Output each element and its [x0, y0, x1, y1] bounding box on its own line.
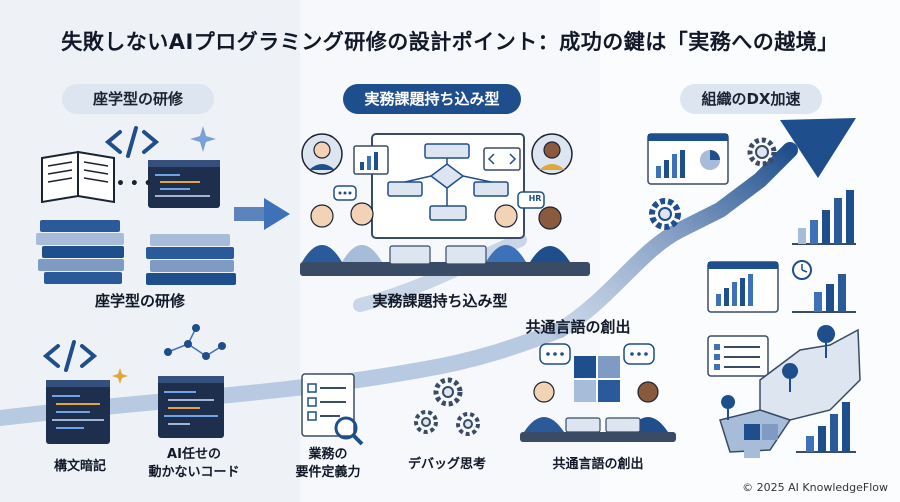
presentation-chart — [353, 145, 389, 175]
transition-arrow — [234, 198, 290, 230]
sparkle-small-icon — [112, 368, 128, 384]
ai-code-label: AI任せの 動かないコード — [134, 446, 254, 482]
collaboration-team — [520, 381, 676, 442]
list-screen — [707, 335, 769, 377]
code-brackets-icon — [104, 126, 160, 158]
network-nodes-icon — [164, 324, 226, 360]
section-header-classroom: 座学型の研修 — [62, 84, 214, 114]
debug-thinking-label: デバッグ思考 — [407, 457, 486, 472]
requirements-label: 業務の 要件定義力 — [280, 446, 376, 482]
book-stack-left — [36, 220, 124, 284]
report-screen — [707, 261, 779, 313]
code-editor-screen — [148, 160, 220, 208]
avatar-hr — [531, 133, 573, 175]
syntax-code-brackets-icon — [42, 340, 98, 372]
gear-icon — [747, 137, 777, 167]
gear-icon-large — [649, 198, 681, 230]
clock-chart-icon — [792, 260, 856, 313]
page-title: 失敗しないAIプログラミング研修の設計ポイント：成功の鍵は「実務への越境」 — [61, 30, 839, 54]
open-book-icon — [41, 150, 115, 204]
requirements-checklist-icon — [301, 373, 364, 446]
section-header-practical: 実務課題持ち込み型 — [343, 84, 521, 114]
puzzle-icon — [574, 356, 620, 402]
bar-chart-small-icon — [796, 402, 856, 453]
ai-code-label-line1: AI任せの — [167, 447, 221, 462]
common-language-heading: 共通言語の創出 — [525, 318, 631, 336]
dashboard-screen — [647, 133, 729, 185]
speech-bubbles-icon — [539, 343, 655, 365]
team-meeting-illustration — [300, 202, 590, 276]
syntax-memorization-label: 構文暗記 — [53, 459, 106, 474]
speech-bubble-icon — [333, 185, 357, 201]
bar-chart-icon — [792, 190, 856, 245]
avatar-manager — [301, 133, 343, 175]
code-window-icon — [483, 147, 521, 171]
ellipsis-dots: • • • — [116, 176, 153, 192]
practical-training-label: 実務課題持ち込み型 — [372, 292, 508, 310]
hr-speech-bubble — [517, 191, 545, 209]
syntax-code-screen — [46, 380, 110, 444]
section-header-dx: 組織のDX加速 — [680, 84, 822, 114]
map-illustration — [719, 325, 861, 453]
requirements-label-line1: 業務の — [308, 447, 348, 462]
requirements-label-line2: 要件定義力 — [295, 465, 361, 480]
book-stack-right — [146, 234, 236, 285]
ai-code-screen — [158, 376, 224, 438]
debug-gears-icon — [414, 377, 480, 436]
common-language-label: 共通言語の創出 — [552, 457, 644, 472]
sparkle-icon — [190, 126, 216, 152]
copyright-notice: © 2025 AI KnowledgeFlow — [742, 481, 888, 494]
hr-bubble-label: HR — [528, 194, 542, 203]
classroom-training-label: 座学型の研修 — [94, 292, 185, 310]
ai-code-label-line2: 動かないコード — [148, 465, 240, 480]
puzzle-piece-map — [744, 424, 778, 458]
